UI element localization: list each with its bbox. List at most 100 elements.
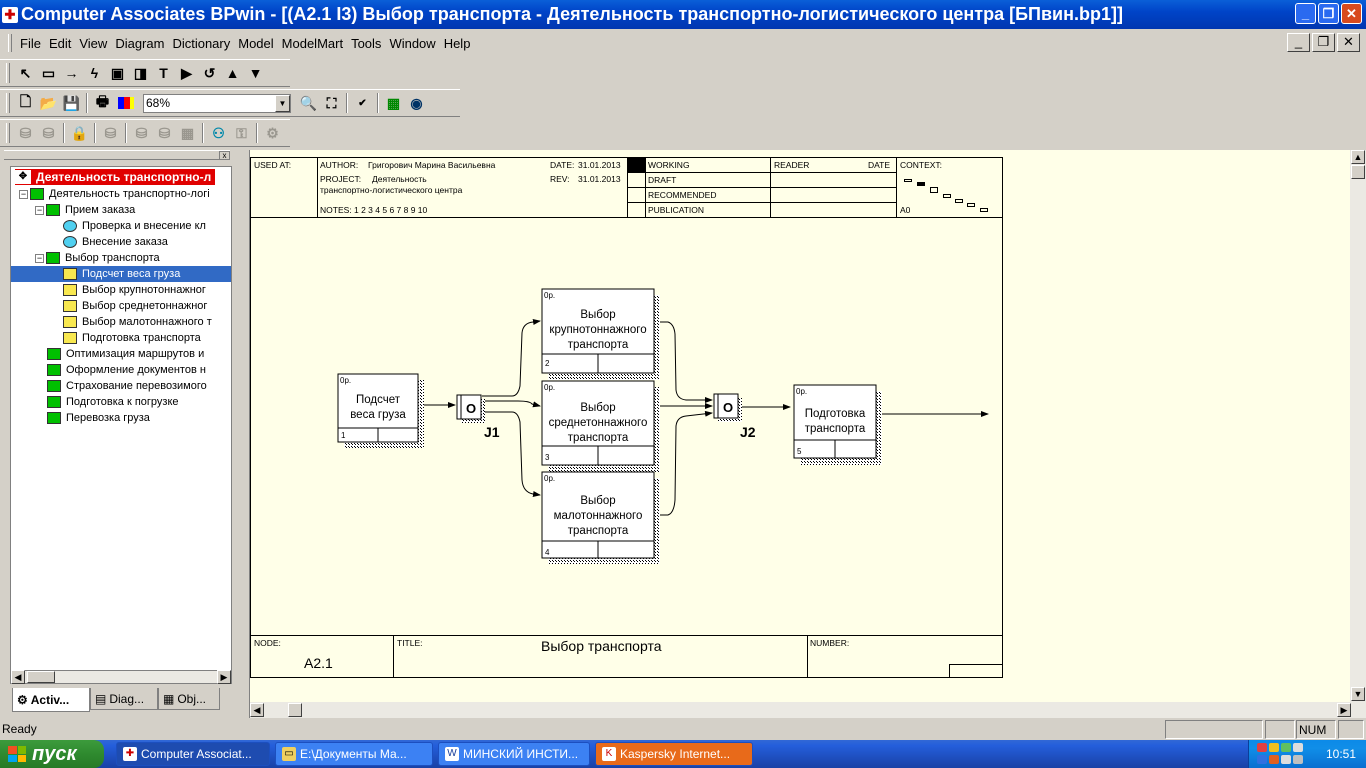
go-down-icon[interactable]: ▼ (248, 65, 263, 81)
tree-item[interactable]: −Прием заказа (35, 204, 136, 216)
diagram-canvas[interactable]: USED AT: AUTHOR: Григорович Марина Васил… (249, 150, 1366, 718)
go-parent-icon[interactable]: ▲ (225, 65, 240, 81)
tree-item[interactable]: Оформление документов н (47, 362, 206, 378)
tray-icon[interactable] (1257, 743, 1267, 752)
tray-icon[interactable] (1269, 743, 1279, 752)
modelmart-icon[interactable]: ◉ (410, 94, 423, 111)
text-tool-icon[interactable]: T (159, 65, 168, 81)
mm-open-icon[interactable]: ⛁ (104, 124, 117, 141)
spell-check-icon[interactable]: ✔ (358, 97, 367, 109)
task-bpwin[interactable]: ✚Computer Associat... (116, 742, 270, 766)
scroll-up-icon[interactable]: ▲ (1351, 150, 1365, 164)
tree-item[interactable]: Выбор среднетоннажног (63, 298, 207, 314)
panel-grip[interactable] (4, 150, 230, 160)
tray-icon[interactable] (1281, 743, 1291, 752)
tree-item[interactable]: Внесение заказа (63, 234, 168, 250)
arrow-j1-3[interactable] (482, 400, 541, 408)
print-icon[interactable]: 🖶 (95, 93, 110, 109)
mdi-minimize-button[interactable]: _ (1287, 33, 1310, 52)
tab-objects[interactable]: ▦Obj... (158, 688, 220, 710)
menu-edit[interactable]: Edit (48, 35, 72, 51)
lock-icon[interactable]: 🔒 (70, 124, 89, 141)
arrow-2-j2[interactable] (654, 321, 713, 403)
menu-view[interactable]: View (79, 35, 108, 51)
tree-item[interactable]: Оптимизация маршрутов и (47, 346, 204, 362)
mm-merge-icon[interactable]: ⛁ (158, 124, 171, 141)
menu-file[interactable]: File (20, 35, 41, 51)
scroll-down-icon[interactable]: ▼ (1351, 687, 1365, 701)
chevron-down-icon[interactable]: ▼ (275, 94, 290, 112)
tree-root[interactable]: ✥ Деятельность транспортно-л (15, 169, 215, 185)
tree-item[interactable]: −Деятельность транспортно-логі (19, 188, 210, 200)
panel-close-icon[interactable]: x (219, 151, 230, 160)
menu-modelmart[interactable]: ModelMart (281, 35, 344, 51)
task-explorer[interactable]: ▭E:\Документы Ма... (275, 742, 433, 766)
uow-box-2[interactable]: 0р. Выбор крупнотоннажного транспорта 2 (541, 288, 660, 380)
arrow-4-j2[interactable] (654, 410, 713, 516)
menu-tools[interactable]: Tools (351, 35, 382, 51)
junction-j2[interactable]: O J2 (713, 393, 756, 440)
go-child-icon[interactable]: ▶ (181, 64, 192, 81)
scroll-right-icon[interactable]: ▶ (217, 670, 231, 684)
mm-connect-icon[interactable]: ⛁ (19, 124, 32, 141)
tree-item[interactable]: −Выбор транспорта (35, 252, 160, 264)
tree-hscrollbar[interactable]: ◀ ▶ (10, 670, 232, 684)
mdi-close-button[interactable]: ✕ (1337, 33, 1360, 52)
tab-activities[interactable]: ⚙Activ... (12, 688, 90, 712)
tree-item[interactable]: Выбор малотоннажного т (63, 314, 212, 330)
zoom-in-icon[interactable]: 🔍 (299, 94, 318, 111)
save-icon[interactable]: 💾 (62, 94, 81, 111)
arrow-j1-4[interactable] (482, 411, 541, 497)
mdi-restore-button[interactable]: ❐ (1312, 33, 1335, 52)
title-bar[interactable]: ✚ Computer Associates BPwin - [(A2.1 I3)… (0, 0, 1366, 29)
junction-j1[interactable]: O J1 (456, 394, 500, 440)
mm-options-icon[interactable]: ⚙ (266, 124, 279, 141)
reference-tool-icon[interactable]: ▣ (110, 64, 125, 81)
collapse-icon[interactable]: − (19, 188, 28, 199)
mm-save-icon[interactable]: ⛁ (135, 124, 148, 141)
canvas-hscrollbar[interactable]: ◀ ▶ (250, 702, 1351, 718)
tree-item[interactable]: Выбор крупнотоннажног (63, 282, 206, 298)
tree-item-selected[interactable]: Подсчет веса груза (11, 266, 231, 282)
uow-box-1[interactable]: 0р. Подсчет веса груза 1 (337, 373, 424, 448)
start-button[interactable]: пуск (0, 740, 104, 768)
mm-disconnect-icon[interactable]: ⛁ (42, 124, 55, 141)
scroll-thumb[interactable] (27, 671, 55, 683)
uow-box-5[interactable]: 0р. Подготовка транспорта 5 (793, 384, 882, 465)
open-icon[interactable]: 📂 (39, 94, 58, 111)
squiggle-tool-icon[interactable]: ϟ (90, 65, 99, 81)
menu-window[interactable]: Window (389, 35, 436, 51)
scroll-thumb[interactable] (1351, 165, 1365, 179)
collapse-icon[interactable]: − (35, 252, 44, 263)
scroll-left-icon[interactable]: ◀ (250, 703, 264, 717)
menu-model[interactable]: Model (238, 35, 274, 51)
undo-icon[interactable]: ↺ (203, 64, 216, 81)
tray-icon[interactable] (1281, 755, 1291, 764)
zoom-select[interactable]: 68% ▼ (143, 93, 291, 113)
mm-users-icon[interactable]: ⚇ (212, 124, 225, 141)
scroll-right-icon[interactable]: ▶ (1337, 703, 1351, 717)
scroll-thumb[interactable] (288, 703, 302, 717)
tray-icon[interactable] (1269, 755, 1279, 764)
tab-diagrams[interactable]: ▤Diag... (90, 688, 158, 710)
pointer-tool-icon[interactable]: ↖ (19, 64, 32, 81)
mm-security-icon[interactable]: ⚿ (236, 124, 247, 141)
zoom-fit-icon[interactable]: ⛶ (326, 94, 337, 111)
model-explorer-icon[interactable]: ▦ (386, 94, 401, 111)
tree-item[interactable]: Перевозка груза (47, 410, 150, 426)
tree-item[interactable]: Страхование перевозимого (47, 378, 207, 394)
uow-box-4[interactable]: 0р. Выбор малотоннажного транспорта 4 (541, 471, 660, 564)
collapse-icon[interactable]: − (35, 204, 44, 215)
arrow-j1-2[interactable] (482, 319, 541, 397)
menu-help[interactable]: Help (443, 35, 471, 51)
menu-dictionary[interactable]: Dictionary (172, 35, 231, 51)
tree-item[interactable]: Подготовка к погрузке (47, 394, 179, 410)
tree-item[interactable]: Проверка и внесение кл (63, 218, 206, 234)
clock[interactable]: 10:51 (1325, 747, 1356, 761)
canvas-vscrollbar[interactable]: ▲ ▼ (1350, 150, 1366, 718)
minimize-button[interactable]: _ (1295, 3, 1316, 24)
color-icon[interactable] (114, 92, 137, 114)
box-tool-icon[interactable]: ▭ (41, 64, 56, 81)
menu-diagram[interactable]: Diagram (115, 35, 165, 51)
